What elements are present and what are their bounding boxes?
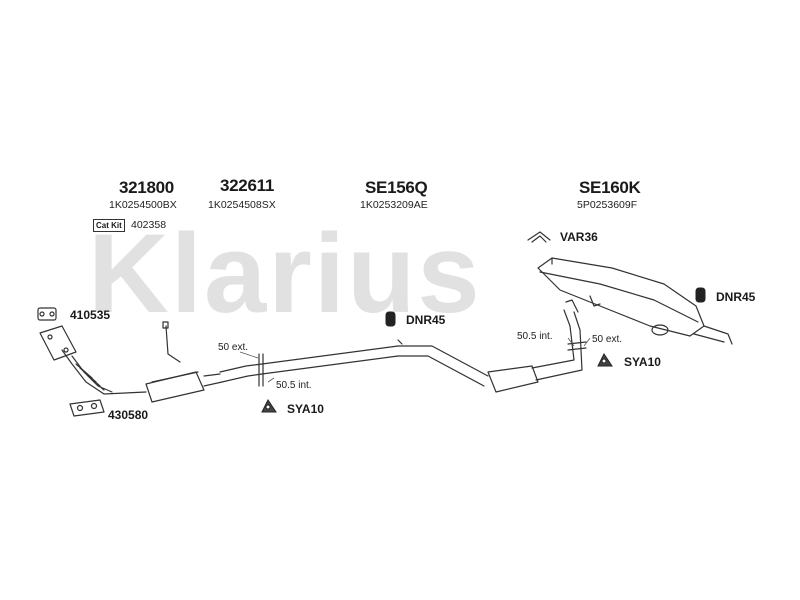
part-label-var36: VAR36 — [560, 230, 598, 244]
joint-note-50-5-int-rear: 50.5 int. — [517, 331, 553, 342]
catalytic-converter-shape — [145, 321, 223, 403]
hanger-var36-shape — [527, 231, 551, 243]
part-label-dnr45-rear: DNR45 — [716, 290, 756, 304]
mount-dnr45-rear-shape — [695, 287, 706, 303]
assembly-code-322611: 322611 — [220, 176, 274, 195]
gasket-410535-shape — [37, 307, 57, 321]
oem-number-se156q: 1K0253209AE — [360, 199, 428, 211]
part-label-dnr45-front: DNR45 — [406, 313, 446, 327]
mount-sya10-rear-shape — [597, 353, 613, 367]
front-pipe-321800-shape — [61, 349, 147, 395]
klarius-watermark: Klarius — [88, 211, 482, 336]
cat-kit-badge: Cat Kit — [93, 219, 125, 232]
assembly-code-se160k: SE160K — [579, 178, 641, 197]
oem-number-321800: 1K0254500BX — [109, 199, 177, 211]
part-label-sya10-rear: SYA10 — [624, 355, 661, 369]
joint-note-50-ext-rear: 50 ext. — [592, 334, 623, 345]
part-label-410535: 410535 — [70, 308, 111, 322]
part-label-430580: 430580 — [108, 408, 149, 422]
intermediate-pipe-322611-shape — [219, 339, 403, 387]
part-label-sya10-front: SYA10 — [287, 402, 324, 416]
assembly-code-321800: 321800 — [119, 178, 174, 197]
rear-silencer-se160k-shape — [537, 257, 733, 345]
manifold-flange-shape — [39, 325, 77, 361]
leader-lines — [239, 337, 591, 383]
joint-note-50-5-int-front: 50.5 int. — [276, 380, 312, 391]
mount-dnr45-front-shape — [385, 311, 396, 327]
joint-note-50-ext-front: 50 ext. — [218, 342, 249, 353]
gasket-430580-shape — [69, 399, 105, 417]
oem-number-se160k: 5P0253609F — [577, 199, 638, 211]
mount-sya10-front-shape — [261, 399, 277, 413]
assembly-code-se156q: SE156Q — [365, 178, 428, 197]
oem-number-322611: 1K0254508SX — [208, 199, 276, 211]
cat-kit-number: 402358 — [131, 219, 167, 231]
